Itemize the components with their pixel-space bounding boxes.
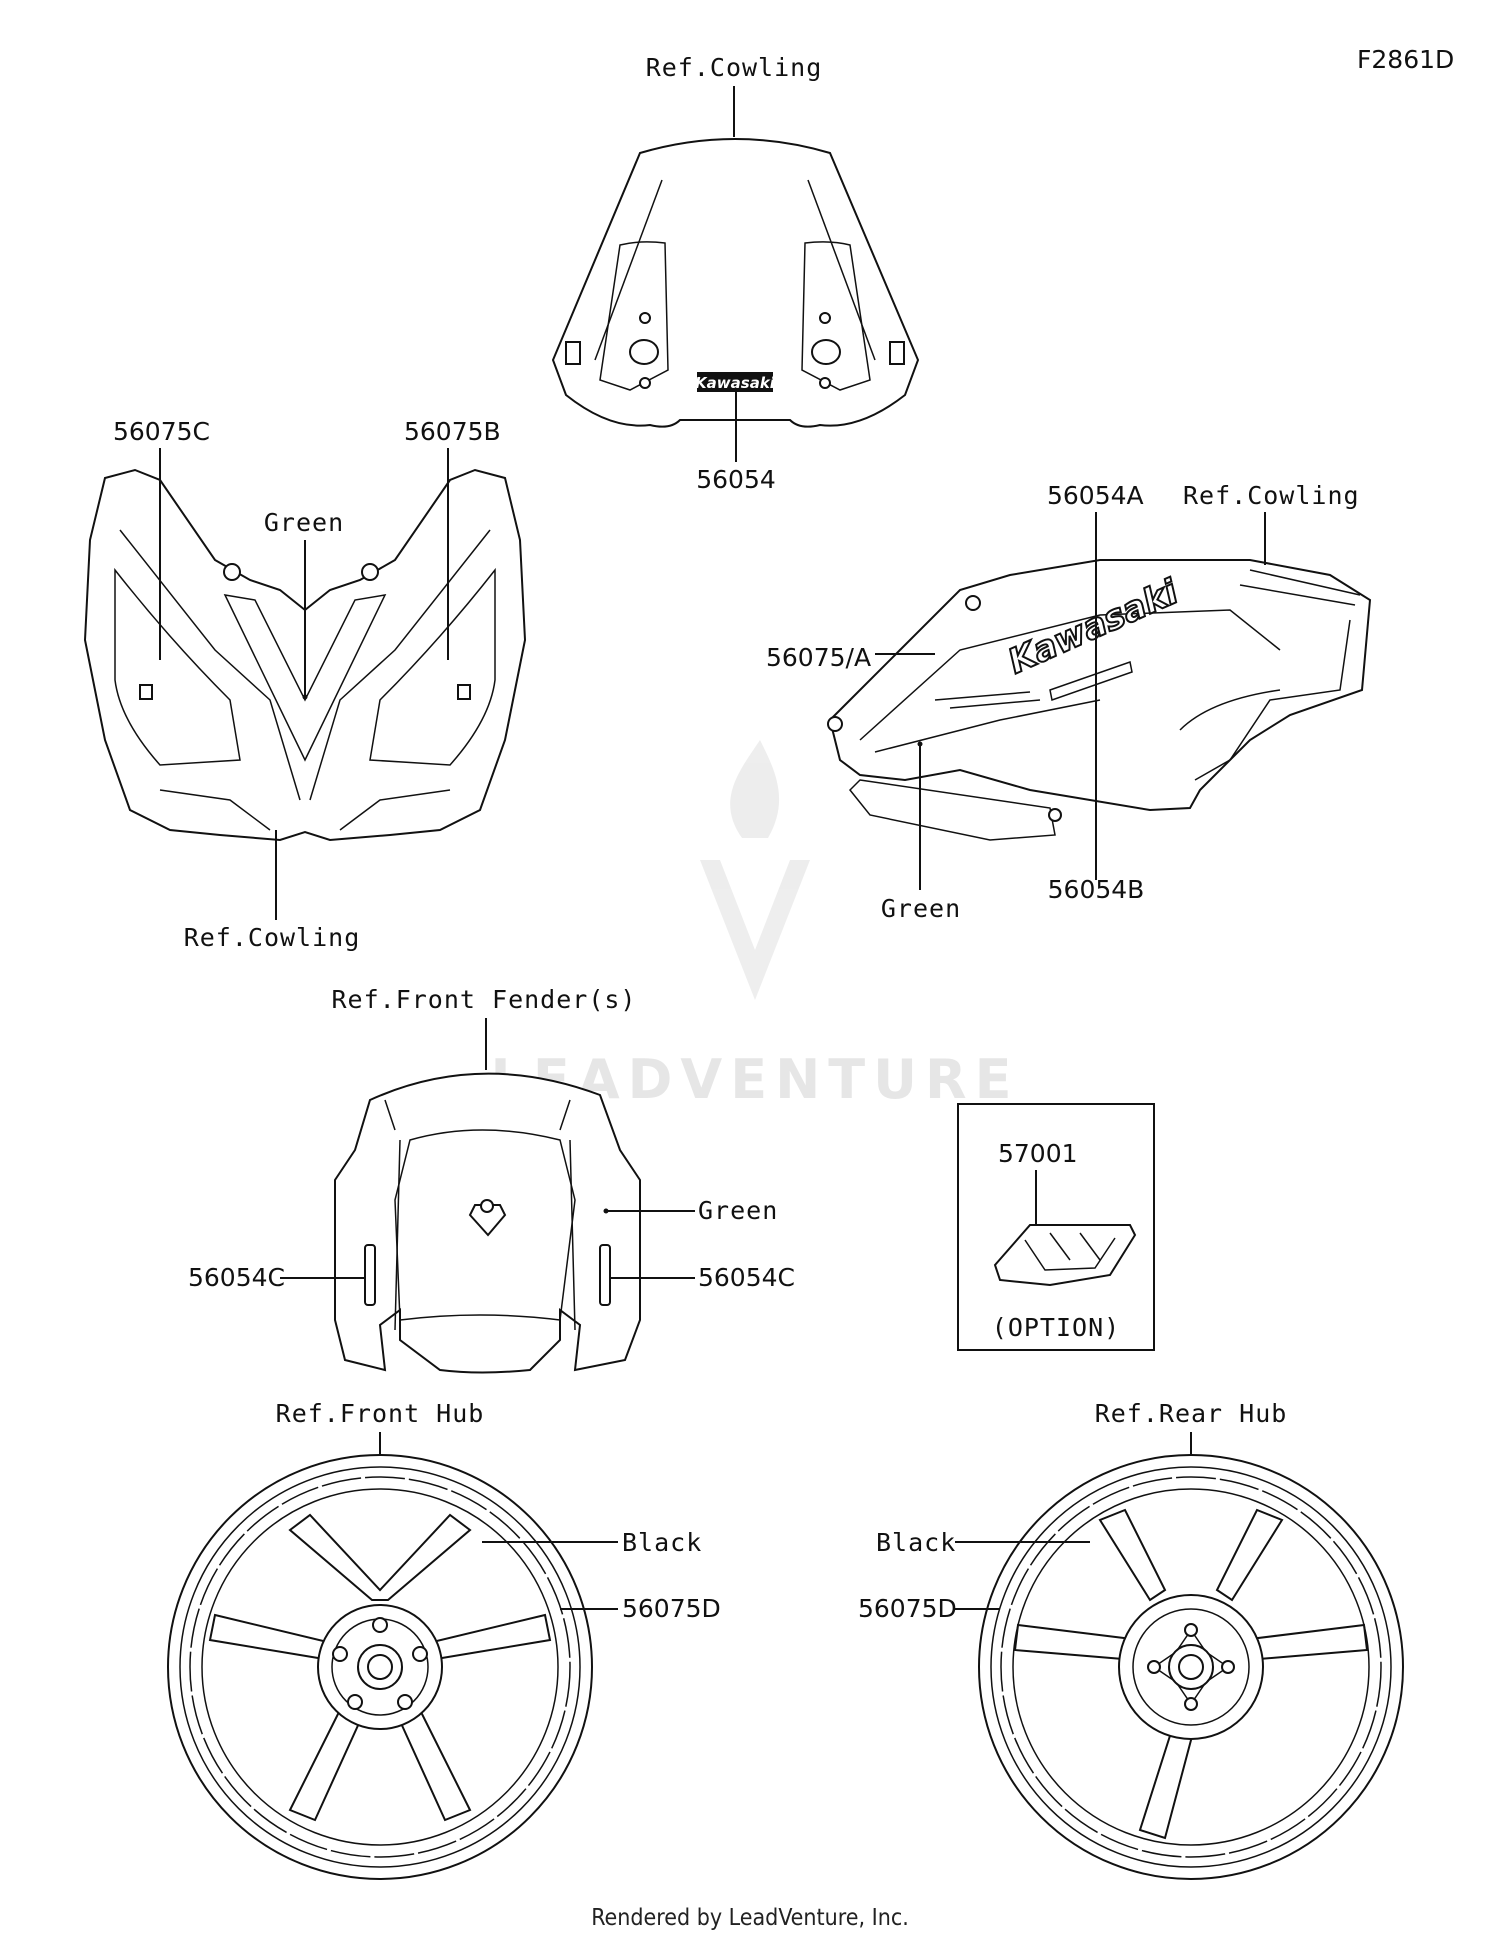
front-wheel-ref-label: Ref.Front Hub xyxy=(276,1399,485,1428)
side-cowl-color-label: Green xyxy=(881,894,961,923)
windshield-part-number: 56054 xyxy=(696,465,776,494)
front-fender-right-decal xyxy=(599,1244,611,1306)
rear-wheel-assembly: Ref.Rear Hub Black 56075D xyxy=(858,1399,1404,1880)
front-wheel-part-number: 56075D xyxy=(622,1594,721,1623)
option-box-frame xyxy=(957,1103,1155,1351)
upper-cowl-assembly: 56075C 56075B Green Ref.Cowling xyxy=(83,417,527,952)
upper-cowl-right-label: 56075B xyxy=(404,417,501,446)
front-fender-right-part: 56054C xyxy=(698,1263,795,1292)
front-wheel-spokes xyxy=(208,1513,552,1822)
windshield-assembly: Ref.Cowling Kawasaki 56054 xyxy=(551,53,920,494)
windshield-ref-label: Ref.Cowling xyxy=(646,53,823,82)
option-part-icon xyxy=(993,1224,1137,1287)
side-cowl-part-75a-label: 56075/A xyxy=(766,643,871,672)
windshield-decal xyxy=(697,372,773,392)
front-fender-ref-label: Ref.Front Fender(s) xyxy=(332,985,637,1014)
rear-wheel-ref-label: Ref.Rear Hub xyxy=(1095,1399,1288,1428)
side-cowl-body xyxy=(828,559,1372,812)
front-wheel-color-label: Black xyxy=(622,1528,702,1557)
footer-credit: Rendered by LeadVenture, Inc. xyxy=(591,1905,909,1931)
rear-wheel-part-number: 56075D xyxy=(858,1594,957,1623)
windshield-decal-text: Kawasaki xyxy=(695,374,776,392)
upper-cowl-ref-label: Ref.Cowling xyxy=(184,923,361,952)
option-caption: (OPTION) xyxy=(992,1313,1120,1342)
front-fender-left-decal xyxy=(364,1244,376,1306)
front-fender-assembly: Ref.Front Fender(s) 56054C 56054C Green xyxy=(188,985,795,1374)
diagram-code: F2861D xyxy=(1357,45,1454,74)
side-cowl-ref-label: Ref.Cowling xyxy=(1183,481,1360,510)
upper-cowl-color-label: Green xyxy=(264,508,344,537)
front-wheel-assembly: Ref.Front Hub Black 56075D xyxy=(167,1399,721,1880)
watermark-logo: LEADVENTURE xyxy=(491,740,1011,1111)
side-cowl-part-b-label: 56054B xyxy=(1048,875,1145,904)
front-fender-center-badge xyxy=(468,1204,507,1237)
side-cowl-assembly: 56054A Ref.Cowling 56075/A Kawasaki Gree… xyxy=(766,481,1372,923)
rear-wheel-spokes xyxy=(1013,1508,1369,1840)
side-cowl-part-a-label: 56054A xyxy=(1047,481,1144,510)
option-part-number: 57001 xyxy=(998,1139,1078,1168)
front-fender-color-label: Green xyxy=(698,1196,778,1225)
option-box: 57001 (OPTION) xyxy=(957,1103,1155,1351)
front-fender-left-part: 56054C xyxy=(188,1263,285,1292)
rear-wheel-color-label: Black xyxy=(876,1528,956,1557)
upper-cowl-left-label: 56075C xyxy=(113,417,210,446)
